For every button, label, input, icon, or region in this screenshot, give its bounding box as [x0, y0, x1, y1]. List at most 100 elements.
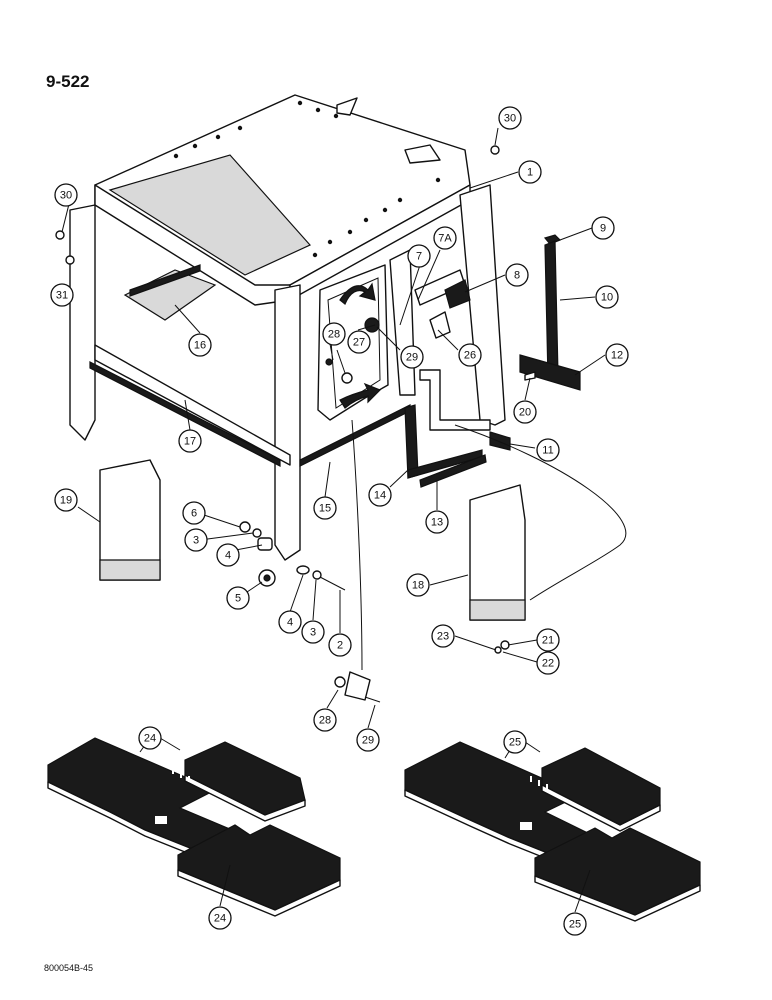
callout-label: 29: [406, 352, 418, 364]
callout-label: 18: [412, 580, 424, 592]
callout-c3b: 3: [301, 620, 325, 644]
hardware: [55, 145, 536, 703]
callout-label: 8: [514, 270, 520, 282]
callout-c27: 27: [347, 330, 371, 354]
callout-c20: 20: [513, 400, 537, 424]
callout-c3a: 3: [184, 528, 208, 552]
callout-c25b: 25: [563, 912, 587, 936]
callout-circle: [513, 400, 537, 424]
callout-circle: [505, 263, 529, 287]
callout-circle: [54, 488, 78, 512]
callout-c28a: 28: [322, 322, 346, 346]
callout-label: 29: [362, 735, 374, 747]
callout-circle: [400, 345, 424, 369]
callout-label: 16: [194, 340, 206, 352]
callout-circle: [563, 912, 587, 936]
seal-8: [444, 279, 471, 309]
callout-label: 23: [437, 631, 449, 643]
callout-label: 30: [60, 190, 72, 202]
callout-c24a: 24: [138, 726, 162, 750]
seals: [89, 234, 627, 671]
callout-circle: [591, 216, 615, 240]
callout-label: 25: [509, 737, 521, 749]
callout-label: 4: [225, 550, 231, 562]
callout-c29b: 29: [356, 728, 380, 752]
callout-label: 21: [542, 635, 554, 647]
callout-circle: [182, 501, 206, 525]
callout-label: 14: [374, 490, 386, 502]
callout-circle: [458, 343, 482, 367]
callout-label: 1: [527, 167, 533, 179]
callout-circle: [226, 586, 250, 610]
seal-14: [404, 404, 419, 479]
cab-frame: [69, 94, 506, 561]
block-11: [489, 431, 511, 451]
callout-circle: [188, 333, 212, 357]
cable: [351, 419, 363, 671]
callout-circle: [356, 728, 380, 752]
callout-label: 2: [337, 640, 343, 652]
callout-c30b: 30: [54, 183, 78, 207]
callout-circle: [216, 543, 240, 567]
callout-label: 28: [328, 329, 340, 341]
callout-label: 28: [319, 715, 331, 727]
callout-label: 6: [191, 508, 197, 520]
rear-right-post: [459, 184, 506, 426]
callout-label: 22: [542, 658, 554, 670]
callout-c11: 11: [536, 438, 560, 462]
callout-label: 17: [184, 436, 196, 448]
block-12: [519, 354, 581, 391]
callout-circle: [605, 343, 629, 367]
callout-circle: [595, 285, 619, 309]
callout-circle: [322, 322, 346, 346]
callout-circle: [536, 651, 560, 675]
callout-circle: [425, 510, 449, 534]
front-left-post: [274, 284, 301, 561]
callout-label: 3: [193, 535, 199, 547]
callout-circle: [313, 708, 337, 732]
callout-c17: 17: [178, 429, 202, 453]
callout-circle: [208, 906, 232, 930]
callout-c25a: 25: [503, 730, 527, 754]
callout-c8: 8: [505, 263, 529, 287]
left-cross-member: [94, 344, 291, 466]
callout-c7: 7: [407, 244, 431, 268]
callout-c14: 14: [368, 483, 392, 507]
callout-circle: [433, 226, 457, 250]
callout-c1: 1: [518, 160, 542, 184]
seal-10: [544, 240, 559, 379]
callout-circle: [407, 244, 431, 268]
seal-13: [419, 454, 487, 488]
callout-circle: [536, 628, 560, 652]
callout-circle: [347, 330, 371, 354]
side-panels: [99, 459, 526, 621]
callout-c4a: 4: [216, 543, 240, 567]
callout-c9: 9: [591, 216, 615, 240]
callout-circle: [406, 573, 430, 597]
callout-label: 19: [60, 495, 72, 507]
callout-label: 25: [569, 919, 581, 931]
callout-circle: [431, 624, 455, 648]
callout-c18: 18: [406, 573, 430, 597]
callout-circle: [536, 438, 560, 462]
floor-mats-25: [404, 741, 701, 922]
callout-label: 9: [600, 223, 606, 235]
roof-hatch: [108, 154, 311, 276]
callout-circle: [503, 730, 527, 754]
callout-c10: 10: [595, 285, 619, 309]
mat-24-small: [184, 741, 306, 816]
callout-c13: 13: [425, 510, 449, 534]
callout-c29a: 29: [400, 345, 424, 369]
callout-c30a: 30: [498, 106, 522, 130]
callout-label: 7A: [438, 233, 452, 245]
callout-c28b: 28: [313, 708, 337, 732]
callout-c23: 23: [431, 624, 455, 648]
callout-label: 15: [319, 503, 331, 515]
rear-left-post: [69, 204, 96, 441]
callout-label: 24: [144, 733, 156, 745]
callout-label: 10: [601, 292, 613, 304]
callout-circle: [368, 483, 392, 507]
callout-c2: 2: [328, 633, 352, 657]
callout-label: 24: [214, 913, 226, 925]
